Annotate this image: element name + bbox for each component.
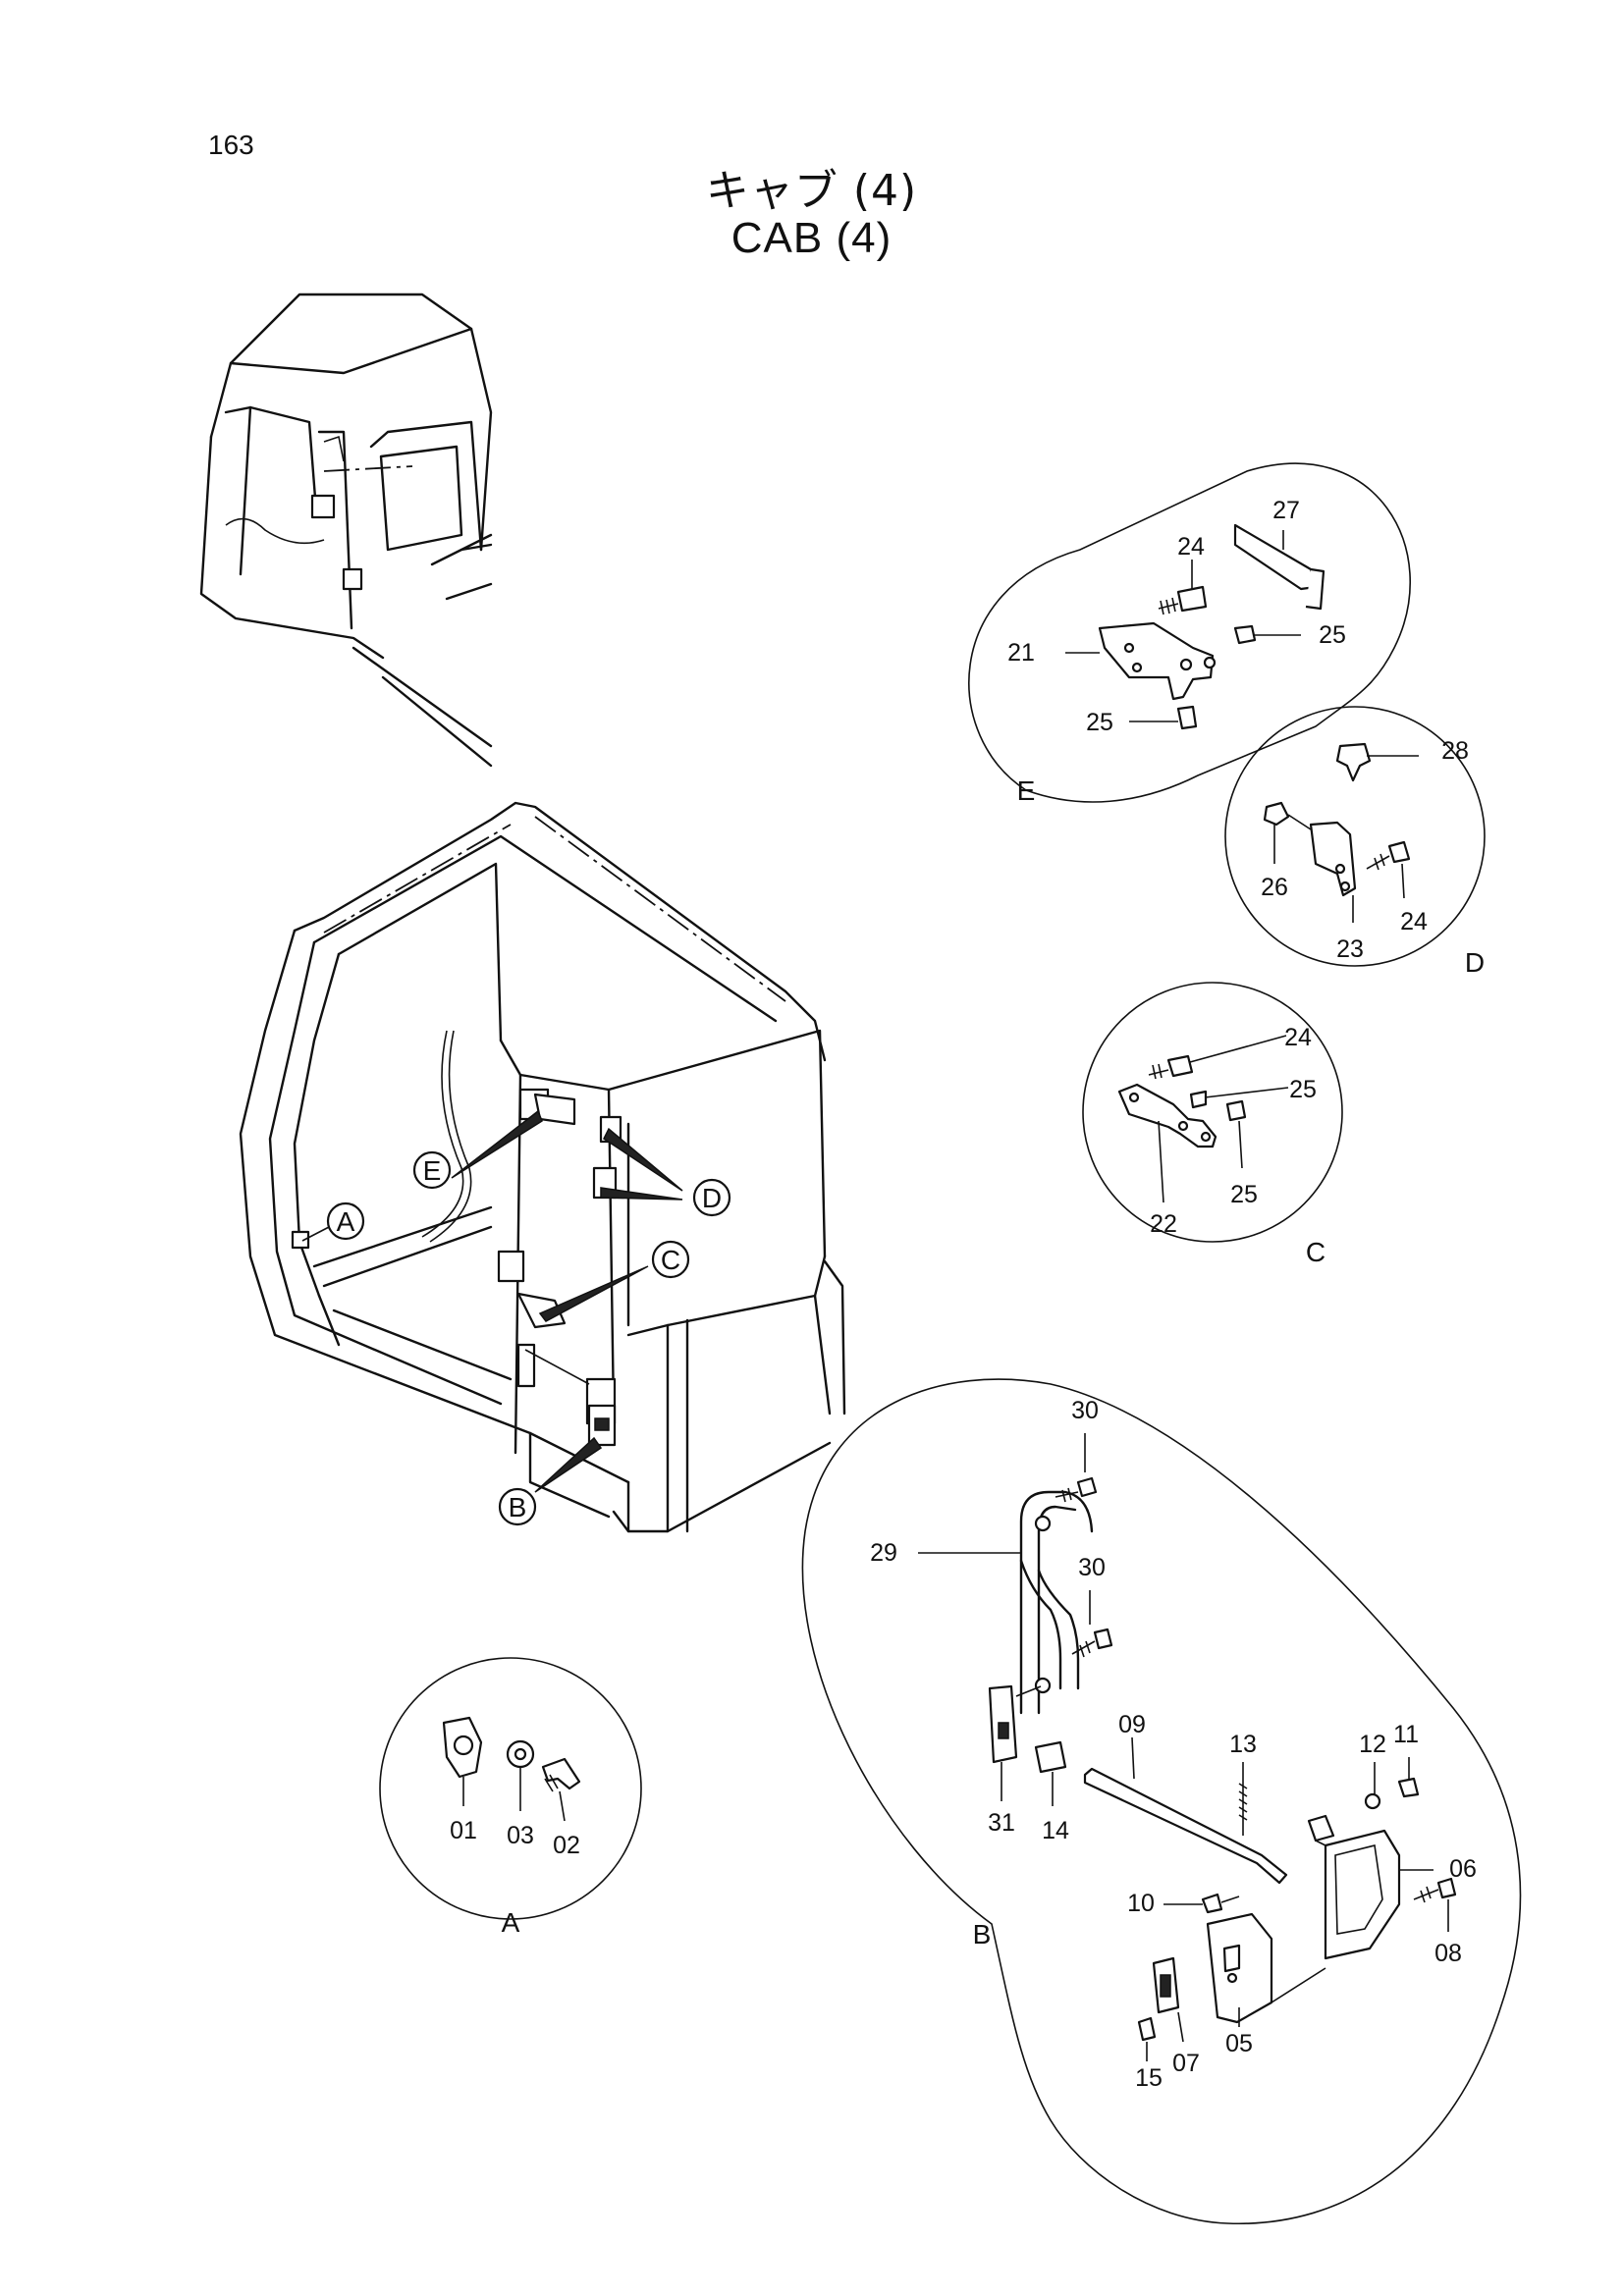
title-japanese: キャブ (4) xyxy=(705,166,918,216)
callout-a[interactable]: A xyxy=(326,1201,365,1241)
callout-e-label: E xyxy=(423,1155,442,1186)
detail-e-id: E xyxy=(1017,775,1036,806)
title-english: CAB (4) xyxy=(730,214,893,262)
detail-c-label-25a: 25 xyxy=(1289,1076,1317,1103)
detail-c-label-22: 22 xyxy=(1150,1210,1177,1238)
detail-view-c: C xyxy=(1082,982,1343,1267)
detail-b-label-14: 14 xyxy=(1042,1817,1069,1844)
callout-e[interactable]: E xyxy=(412,1150,452,1190)
detail-d-label-26: 26 xyxy=(1261,874,1288,901)
page-number: 163 xyxy=(208,130,254,160)
callout-d[interactable]: D xyxy=(692,1178,731,1217)
detail-view-d: D xyxy=(1224,706,1486,978)
detail-b-label-06: 06 xyxy=(1449,1855,1477,1883)
detail-b-label-29: 29 xyxy=(870,1539,897,1567)
main-cab xyxy=(239,801,846,1533)
detail-a-id: A xyxy=(502,1907,520,1938)
detail-b-label-11: 11 xyxy=(1393,1721,1419,1748)
detail-e-label-25a: 25 xyxy=(1319,621,1346,649)
callout-c[interactable]: C xyxy=(651,1240,690,1279)
detail-a-label-03: 03 xyxy=(507,1822,534,1849)
detail-a-label-01: 01 xyxy=(450,1817,477,1844)
detail-b-id: B xyxy=(973,1919,992,1949)
callout-d-label: D xyxy=(702,1183,722,1213)
detail-e-label-21: 21 xyxy=(1007,639,1035,667)
detail-b-label-07: 07 xyxy=(1172,2050,1200,2077)
detail-b-label-12: 12 xyxy=(1359,1731,1386,1758)
detail-b-label-08: 08 xyxy=(1434,1940,1462,1967)
detail-a-label-02: 02 xyxy=(553,1832,580,1859)
detail-b-label-31: 31 xyxy=(988,1809,1015,1837)
detail-b-label-30a: 30 xyxy=(1071,1397,1099,1424)
callout-b[interactable]: B xyxy=(498,1487,537,1526)
detail-d-label-28: 28 xyxy=(1441,737,1469,765)
detail-d-id: D xyxy=(1465,947,1485,978)
detail-d-label-23: 23 xyxy=(1336,935,1364,963)
callout-c-label: C xyxy=(661,1245,680,1275)
detail-b-label-05: 05 xyxy=(1225,2030,1253,2057)
detail-view-e: E xyxy=(968,462,1411,806)
detail-b-label-09: 09 xyxy=(1118,1711,1146,1738)
detail-c-label-25b: 25 xyxy=(1230,1181,1258,1208)
detail-e-label-24: 24 xyxy=(1177,533,1205,561)
detail-d-label-24: 24 xyxy=(1400,908,1428,935)
machine-overview xyxy=(199,293,493,768)
detail-view-b: B xyxy=(801,1378,1522,2225)
detail-view-a: A xyxy=(379,1657,642,1938)
detail-c-id: C xyxy=(1306,1237,1325,1267)
detail-b-label-13: 13 xyxy=(1229,1731,1257,1758)
detail-b-label-10: 10 xyxy=(1127,1890,1155,1917)
detail-e-label-25b: 25 xyxy=(1086,709,1113,736)
detail-b-label-15: 15 xyxy=(1135,2064,1163,2092)
callout-a-label: A xyxy=(337,1206,355,1237)
detail-b-label-30b: 30 xyxy=(1078,1554,1106,1581)
callout-leaders xyxy=(301,1109,683,1493)
detail-c-label-24: 24 xyxy=(1284,1024,1312,1051)
callout-b-label: B xyxy=(509,1492,527,1522)
detail-e-label-27: 27 xyxy=(1272,497,1300,524)
